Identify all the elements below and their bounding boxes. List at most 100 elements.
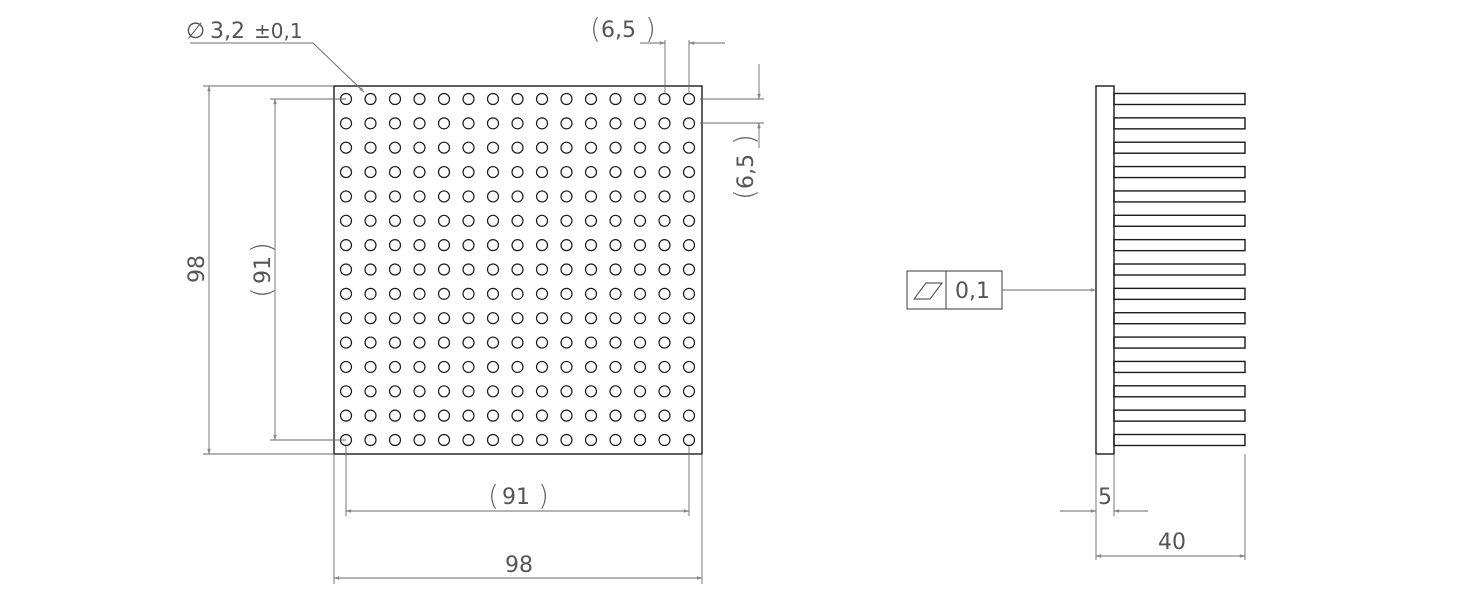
hole [609, 385, 622, 398]
hole [388, 360, 402, 374]
hole [560, 190, 573, 203]
hole [560, 117, 573, 130]
hole [658, 214, 671, 227]
hole [437, 433, 451, 447]
pin [1113, 141, 1246, 154]
hole [437, 360, 451, 374]
hole [682, 117, 696, 130]
plate-outline [333, 85, 703, 455]
pin [1113, 263, 1246, 276]
hole [462, 214, 475, 227]
hole [633, 409, 647, 422]
hole [462, 287, 475, 300]
hole [535, 141, 549, 154]
svg-text:): ) [645, 12, 656, 45]
hole [658, 263, 671, 276]
hole [633, 360, 647, 374]
pin [1113, 287, 1246, 301]
hole [560, 263, 573, 276]
hole [364, 336, 377, 349]
hole [609, 287, 622, 300]
hole [437, 385, 451, 398]
hole [437, 190, 451, 203]
hole [388, 165, 402, 179]
hole [535, 92, 549, 106]
hole [388, 409, 402, 422]
pin [1113, 409, 1246, 422]
hole [609, 214, 622, 227]
hole [584, 117, 598, 130]
base-thickness-value: 5 [1098, 485, 1112, 510]
pin [1113, 117, 1246, 130]
hole [658, 92, 671, 106]
hole [560, 385, 573, 398]
hole [486, 190, 500, 203]
hole [364, 165, 377, 179]
hole [535, 165, 549, 179]
hole [486, 360, 500, 374]
hole [535, 409, 549, 422]
hole [682, 92, 696, 106]
hole [364, 190, 377, 203]
hole [486, 92, 500, 106]
hole [633, 165, 647, 179]
hole [658, 165, 671, 179]
hole [633, 312, 647, 325]
hole [339, 287, 353, 300]
hole [364, 360, 377, 374]
hole [584, 239, 598, 252]
hole [462, 190, 475, 203]
hole [437, 336, 451, 349]
pin [1113, 433, 1246, 447]
pin [1113, 385, 1246, 398]
hole [609, 165, 622, 179]
hole [413, 141, 426, 154]
hole [339, 263, 353, 276]
hole [511, 117, 524, 130]
hole [511, 360, 524, 374]
hole [437, 92, 451, 106]
hole [413, 239, 426, 252]
top-pitch-value: 6,5 [601, 18, 636, 43]
hole-diameter-callout: ∅ 3,2 ±0,1 [186, 19, 365, 93]
hole [364, 92, 377, 106]
hole [511, 336, 524, 349]
hole [437, 214, 451, 227]
hole [437, 287, 451, 300]
hole [658, 433, 671, 447]
hole [609, 433, 622, 447]
hole [584, 263, 598, 276]
hole [388, 239, 402, 252]
hole [364, 312, 377, 325]
hole [486, 312, 500, 325]
hole [633, 336, 647, 349]
hole [609, 360, 622, 374]
hole [682, 409, 696, 422]
hole [633, 239, 647, 252]
overall-width-value: 98 [505, 553, 533, 578]
hole [339, 214, 353, 227]
front-view: ∅ 3,2 ±0,1 ( 6,5 ) ( 6,5 ) [185, 12, 764, 584]
hole [511, 409, 524, 422]
flatness-symbol-icon [913, 282, 943, 300]
hole [462, 117, 475, 130]
hole [584, 141, 598, 154]
hole [682, 385, 696, 398]
hole [682, 141, 696, 154]
diameter-tolerance: ±0,1 [254, 19, 303, 43]
hole [486, 263, 500, 276]
hole [633, 190, 647, 203]
pitch-height-dimension: ( 91 ) [245, 98, 346, 441]
hole [682, 165, 696, 179]
hole [633, 214, 647, 227]
hole [437, 117, 451, 130]
hole [486, 433, 500, 447]
hole [437, 312, 451, 325]
hole [339, 385, 353, 398]
hole [633, 433, 647, 447]
hole [364, 409, 377, 422]
svg-text:(: ( [728, 189, 761, 200]
hole [486, 336, 500, 349]
hole [584, 190, 598, 203]
